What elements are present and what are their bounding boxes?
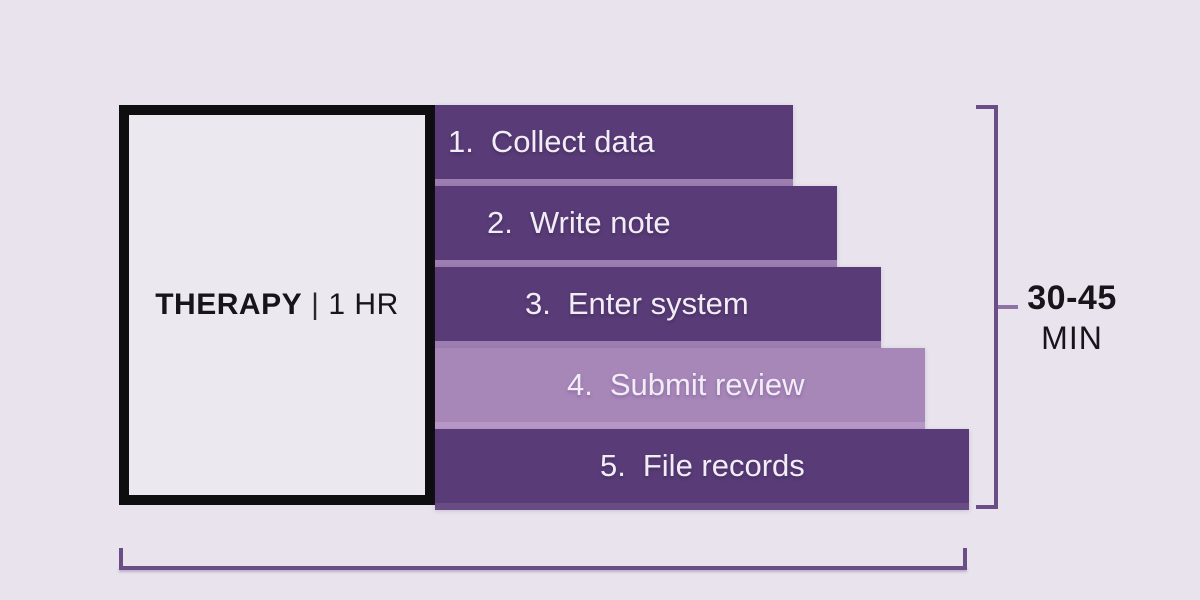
total-span-bracket	[119, 548, 967, 570]
step-number: 4.	[567, 367, 593, 402]
separator-pipe: |	[311, 288, 320, 321]
step-number: 5.	[600, 448, 626, 483]
step-bar-enter-system: 3. Enter system	[435, 267, 881, 348]
bracket-tick-right	[963, 548, 967, 570]
step-label: Collect data	[490, 124, 655, 159]
step-number: 3.	[525, 286, 551, 321]
bracket-tick-bottom	[976, 505, 994, 509]
bracket-tick-middle	[998, 305, 1018, 309]
bracket-vertical-line	[994, 105, 998, 509]
step-number: 2.	[487, 205, 513, 240]
step-label: File records	[642, 448, 805, 483]
session-title: THERAPY	[155, 288, 303, 321]
duration-unit: MIN	[1041, 320, 1103, 356]
duration-range: 30-45	[1027, 279, 1117, 317]
duration-label: 30-45 MIN	[1020, 278, 1124, 358]
bracket-horizontal-line	[119, 566, 967, 570]
duration-bracket	[976, 105, 1020, 509]
step-label: Submit review	[609, 367, 805, 402]
therapy-session-box: THERAPY|1 HR	[119, 105, 435, 505]
step-bar-submit-review: 4. Submit review	[435, 348, 925, 429]
step-bar-file-records: 5. File records	[435, 429, 969, 510]
session-box-label: THERAPY|1 HR	[155, 288, 399, 322]
step-bar-collect-data: 1. Collect data	[435, 105, 793, 186]
step-label: Write note	[529, 205, 671, 240]
session-duration: 1 HR	[328, 288, 399, 321]
step-label: Enter system	[567, 286, 749, 321]
bracket-tick-left	[119, 548, 123, 570]
step-number: 1.	[448, 124, 474, 159]
step-bar-write-note: 2. Write note	[435, 186, 837, 267]
bracket-tick-top	[976, 105, 994, 109]
